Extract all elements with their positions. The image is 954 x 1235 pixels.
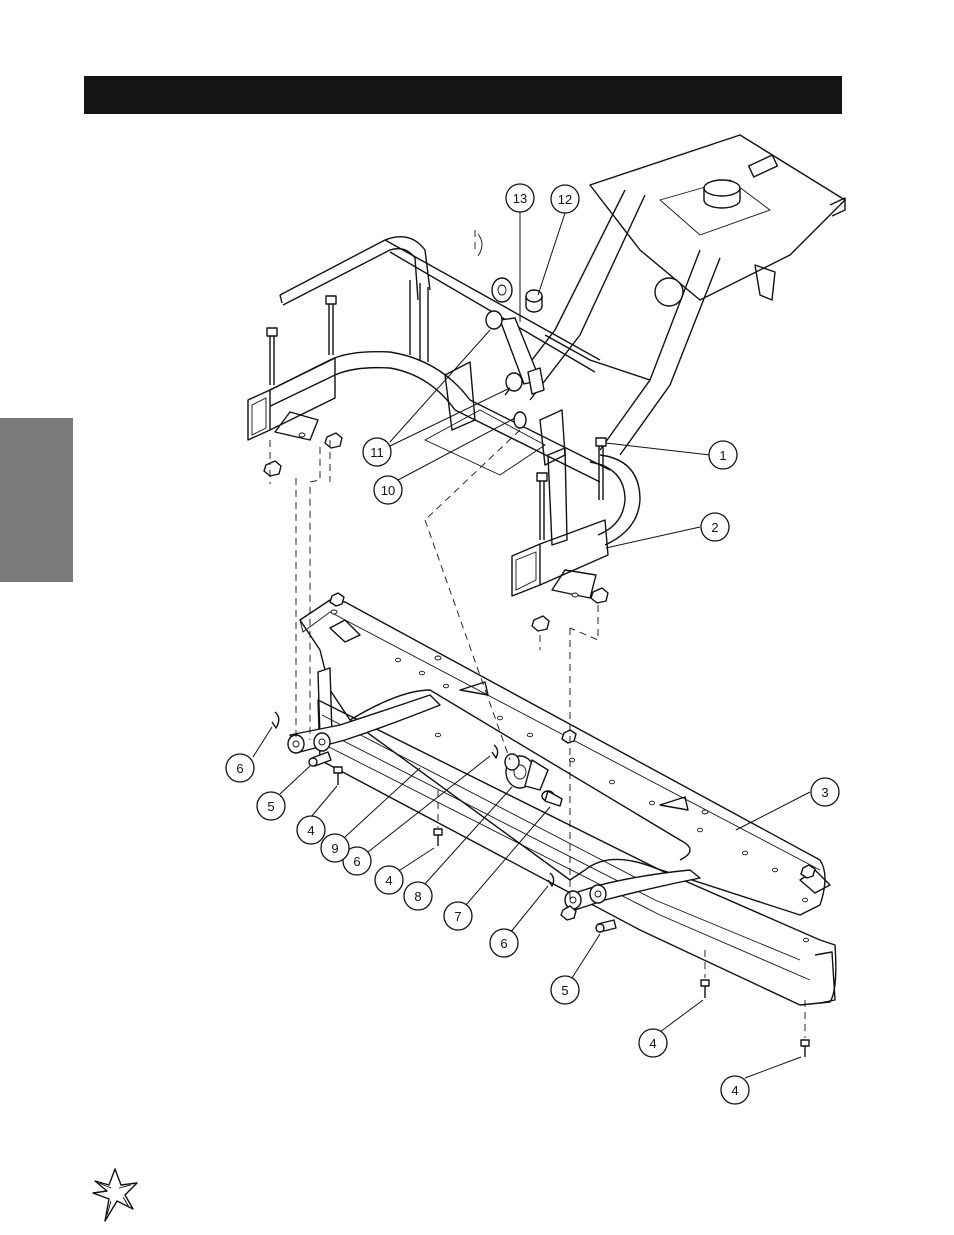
- svg-text:12: 12: [558, 192, 572, 207]
- svg-text:13: 13: [513, 191, 527, 206]
- callout-10: 10: [374, 476, 402, 504]
- front-deck-assembly: [288, 600, 836, 1005]
- svg-text:6: 6: [500, 936, 507, 951]
- callout-4-right: 4: [639, 1029, 667, 1057]
- callout-4-center: 4: [375, 866, 403, 894]
- callout-5-left: 5: [257, 792, 285, 820]
- callout-6-right: 6: [490, 929, 518, 957]
- svg-text:1: 1: [719, 448, 726, 463]
- svg-text:2: 2: [711, 520, 718, 535]
- svg-text:4: 4: [385, 873, 392, 888]
- callout-2: 2: [701, 513, 729, 541]
- svg-text:11: 11: [370, 445, 384, 460]
- svg-text:6: 6: [353, 854, 360, 869]
- svg-text:6: 6: [236, 761, 243, 776]
- callout-4-left: 4: [297, 816, 325, 844]
- svg-text:9: 9: [331, 841, 338, 856]
- mower-frame: [248, 135, 845, 598]
- svg-text:4: 4: [649, 1036, 656, 1051]
- callout-11: 11: [363, 438, 391, 466]
- callout-5-right: 5: [551, 976, 579, 1004]
- star-logo-icon: [93, 1169, 137, 1221]
- callout-12: 12: [551, 185, 579, 213]
- svg-text:8: 8: [414, 889, 421, 904]
- svg-text:4: 4: [731, 1083, 738, 1098]
- svg-text:7: 7: [454, 909, 461, 924]
- frame-nuts: [264, 433, 608, 631]
- callout-3: 3: [811, 778, 839, 806]
- callout-7: 7: [444, 902, 472, 930]
- svg-text:4: 4: [307, 823, 314, 838]
- callout-8: 8: [404, 882, 432, 910]
- svg-text:3: 3: [821, 785, 828, 800]
- svg-text:5: 5: [561, 983, 568, 998]
- callout-6-left: 6: [226, 754, 254, 782]
- callout-9: 9: [321, 834, 349, 862]
- callout-13: 13: [506, 184, 534, 212]
- svg-text:5: 5: [267, 799, 274, 814]
- callout-1: 1: [709, 441, 737, 469]
- frame-bolts: [267, 296, 606, 540]
- svg-text:10: 10: [381, 483, 395, 498]
- callout-4-far-right: 4: [721, 1076, 749, 1104]
